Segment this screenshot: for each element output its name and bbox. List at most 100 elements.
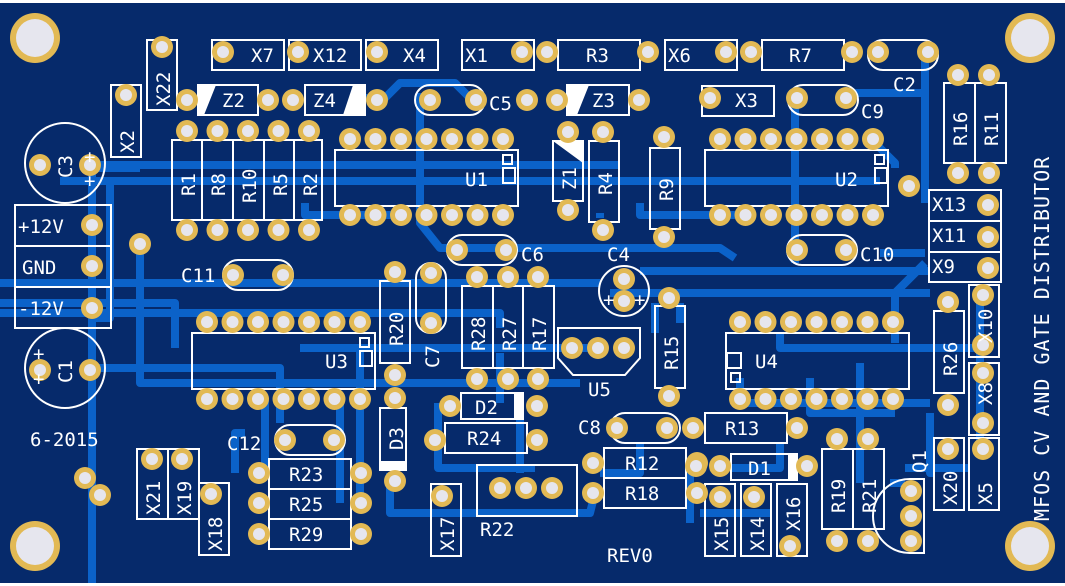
- drill-hole: [831, 535, 843, 547]
- label-x20: X20: [940, 471, 962, 505]
- drill-hole: [592, 342, 604, 354]
- label-x19: X19: [174, 481, 196, 515]
- drill-hole: [952, 69, 964, 81]
- drill-hole: [791, 92, 803, 104]
- label-r27: R27: [499, 317, 521, 351]
- drill-hole: [977, 339, 989, 351]
- label-u4: U4: [755, 351, 778, 373]
- drill-hole: [658, 131, 670, 143]
- drill-hole: [566, 342, 578, 354]
- drill-hole: [887, 393, 899, 405]
- drill-hole: [739, 209, 752, 221]
- drill-hole: [201, 316, 213, 328]
- label-r24: R24: [467, 428, 501, 450]
- label-r21: R21: [859, 479, 881, 513]
- label-u5: U5: [588, 379, 611, 401]
- drill-hole: [791, 422, 803, 434]
- drill-hole: [922, 46, 934, 58]
- label-r12: R12: [625, 453, 659, 475]
- label-r3: R3: [586, 45, 609, 67]
- mounting-hole-bottom-left: [10, 521, 60, 571]
- label-r29: R29: [289, 524, 323, 546]
- drill-hole: [272, 125, 285, 137]
- drill-hole: [354, 393, 366, 405]
- drill-hole: [982, 262, 994, 274]
- label-x14: X14: [747, 517, 769, 551]
- label-r8: R8: [208, 173, 230, 196]
- drill-hole: [872, 46, 884, 58]
- drill-hole: [156, 41, 168, 53]
- label-u3: U3: [325, 351, 348, 373]
- drill-hole: [226, 393, 239, 405]
- drill-hole: [328, 434, 340, 446]
- label-d2: D2: [475, 397, 498, 419]
- label-x3: X3: [735, 90, 758, 112]
- drill-hole: [134, 238, 146, 250]
- drill-hole: [983, 167, 995, 179]
- drill-hole: [429, 434, 441, 446]
- drill-hole: [497, 209, 509, 221]
- drill-hole: [861, 316, 874, 328]
- drill-hole: [618, 273, 630, 285]
- drill-hole: [217, 46, 229, 58]
- drill-hole: [424, 94, 436, 106]
- drill-hole: [867, 133, 879, 145]
- drill-hole: [841, 209, 854, 221]
- label-z1: Z1: [559, 167, 581, 190]
- drill-hole: [977, 417, 989, 429]
- drill-hole: [597, 126, 609, 138]
- drill-hole: [444, 400, 456, 412]
- label-c5: C5: [489, 93, 512, 115]
- drill-hole: [395, 209, 407, 221]
- drill-hole: [862, 433, 874, 445]
- drill-hole: [658, 231, 670, 243]
- c1-polarity-mark-top: +: [33, 343, 44, 365]
- drill-hole: [841, 133, 854, 145]
- drill-hole: [94, 489, 106, 501]
- drill-hole: [759, 393, 772, 405]
- drill-hole: [369, 209, 382, 221]
- drill-hole: [618, 295, 630, 307]
- drill-hole: [867, 209, 879, 221]
- drill-hole: [714, 133, 726, 145]
- drill-hole: [734, 393, 746, 405]
- label-x11: X11: [932, 225, 966, 247]
- drill-hole: [765, 133, 777, 145]
- label-c9: C9: [861, 101, 884, 123]
- drill-hole: [516, 46, 528, 58]
- drill-hole: [785, 316, 797, 328]
- label-r10: R10: [239, 169, 261, 203]
- drill-hole: [436, 490, 448, 502]
- drill-hole: [500, 244, 512, 256]
- drill-hole: [831, 433, 843, 445]
- drill-hole: [816, 133, 828, 145]
- drill-hole: [790, 209, 803, 221]
- drill-hole: [765, 209, 777, 221]
- label-x6: X6: [668, 45, 691, 67]
- drill-hole: [86, 219, 98, 231]
- label-x2: X2: [117, 130, 139, 153]
- drill-hole: [425, 317, 437, 329]
- drill-hole: [389, 392, 401, 404]
- drill-hole: [371, 94, 383, 106]
- drill-hole: [86, 302, 98, 314]
- label-q1: Q1: [909, 450, 931, 473]
- label-r9: R9: [656, 178, 678, 201]
- drill-hole: [355, 467, 367, 479]
- drill-hole: [784, 540, 796, 552]
- label-r13: R13: [725, 418, 759, 440]
- drill-hole: [846, 46, 858, 58]
- drill-hole: [942, 399, 954, 411]
- drill-hole: [34, 364, 46, 376]
- label-z4: Z4: [313, 90, 336, 112]
- drill-hole: [810, 393, 823, 405]
- drill-hole: [253, 528, 265, 540]
- drill-hole: [446, 209, 458, 221]
- pcb-board: +12V GND -12V C3 C1 X22 X2 R1 R8 R10 R5 …: [0, 3, 1065, 583]
- drill-hole: [982, 231, 994, 243]
- mounting-holes: [10, 13, 1055, 571]
- drill-hole: [942, 443, 954, 455]
- label-x9: X9: [932, 256, 955, 278]
- drill-hole: [714, 460, 726, 472]
- silkscreen-labels: +12V GND -12V C3 C1 X22 X2 R1 R8 R10 R5 …: [18, 45, 1054, 567]
